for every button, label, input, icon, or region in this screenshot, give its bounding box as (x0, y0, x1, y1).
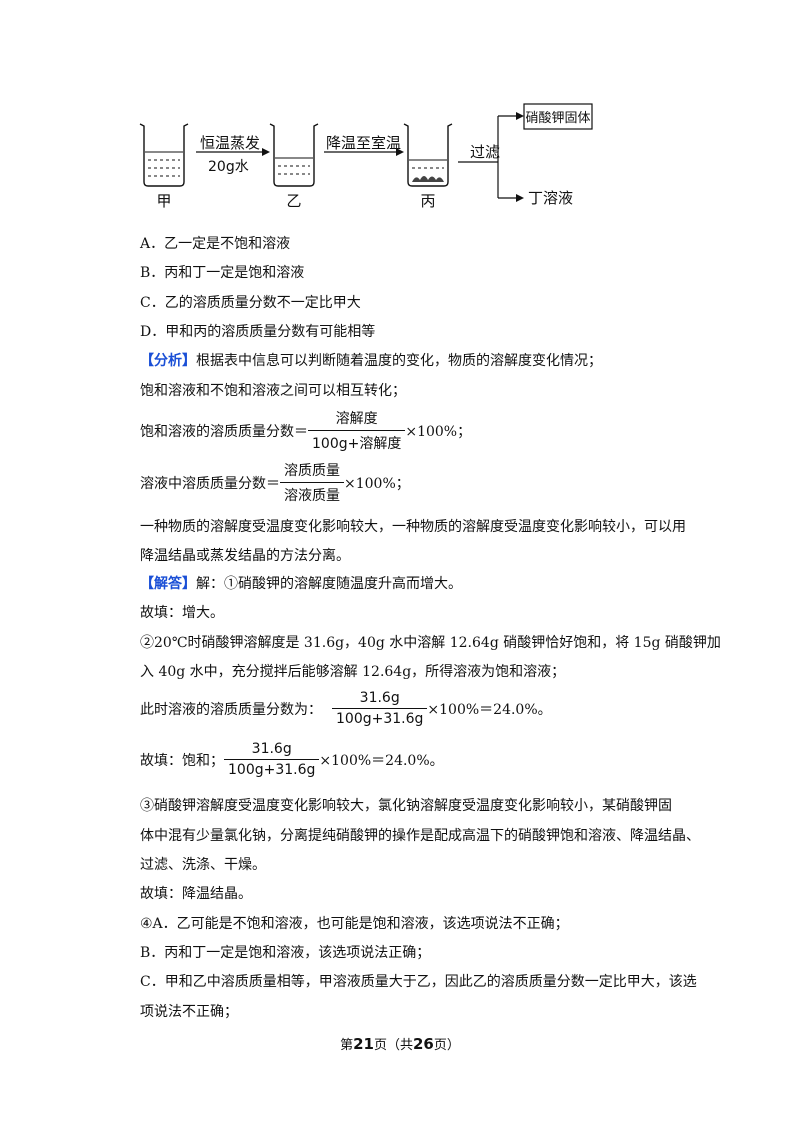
option-a: A．乙一定是不饱和溶液 (140, 236, 291, 252)
fraction: 溶质质量溶液质量 (280, 460, 344, 505)
analysis-line-3: 一种物质的溶解度受温度变化影响较大，一种物质的溶解度受温度变化影响较小，可以用 (140, 519, 686, 535)
beaker-yi (269, 123, 319, 187)
experiment-diagram: 甲 恒温蒸发 20g水 乙 降温至室温 丙 过滤 硝酸钾固体 丁溶液 (139, 103, 593, 210)
page-total: 26 (413, 1035, 434, 1053)
answer-line-8: 故填：降温结晶。 (140, 886, 252, 902)
answer-line-1: 【解答】解：①硝酸钾的溶解度随温度升高而增大。 (140, 576, 462, 592)
answer-line-6: 体中混有少量氯化钠，分离提纯硝酸钾的操作是配成高温下的硝酸钾饱和溶液、降温结晶、 (140, 828, 700, 844)
option-d: D．甲和丙的溶质质量分数有可能相等 (140, 324, 376, 340)
step1-bottom: 20g水 (208, 159, 249, 175)
analysis-line-1: 【分析】根据表中信息可以判断随着温度的变化，物质的溶解度变化情况； (140, 353, 602, 369)
label-jia: 甲 (156, 192, 171, 210)
answer-line-3: ②20℃时硝酸钾溶解度是 31.6g，40g 水中溶解 12.64g 硝酸钾恰好… (140, 635, 721, 651)
analysis-line-4: 降温结晶或蒸发结晶的方法分离。 (140, 548, 350, 564)
answer-line-11: C．甲和乙中溶质质量相等，甲溶液质量大于乙，因此乙的溶质质量分数一定比甲大，该选 (140, 974, 697, 990)
analysis-line-2: 饱和溶液和不饱和溶液之间可以相互转化； (140, 383, 406, 399)
option-b: B．丙和丁一定是饱和溶液 (140, 265, 305, 281)
answer-line-7: 过滤、洗涤、干燥。 (140, 857, 266, 873)
label-yi: 乙 (286, 192, 301, 210)
option-c: C．乙的溶质质量分数不一定比甲大 (140, 295, 361, 311)
page-footer: 第21页（共26页） (340, 1035, 460, 1053)
beaker-bing (403, 123, 453, 187)
output-box-solid (523, 103, 593, 130)
out2-label: 丁溶液 (528, 189, 573, 207)
answer-tag: 【解答】 (140, 576, 196, 592)
step1-top: 恒温蒸发 (200, 134, 260, 152)
page-number: 21 (353, 1035, 374, 1053)
step2-label: 降温至室温 (326, 134, 401, 152)
crystal-solid (412, 176, 444, 182)
answer-line-10: B．丙和丁一定是饱和溶液，该选项说法正确； (140, 945, 431, 961)
answer-line-12: 项说法不正确； (140, 1004, 238, 1020)
formula-solution: 溶液中溶质质量分数＝ 溶质质量溶液质量 ×100%； (140, 460, 410, 505)
answer-line-4: 入 40g 水中，充分搅拌后能够溶解 12.64g，所得溶液为饱和溶液； (140, 664, 566, 680)
analysis-tag: 【分析】 (140, 353, 196, 369)
step3-label: 过滤 (470, 143, 500, 161)
beaker-jia (139, 123, 189, 187)
answer-line-9: ④A．乙可能是不饱和溶液，也可能是饱和溶液，该选项说法不正确； (140, 916, 569, 932)
label-bing: 丙 (420, 192, 435, 210)
answer-line-2: 故填：增大。 (140, 605, 224, 621)
out1-label: 硝酸钾固体 (525, 111, 590, 126)
answer-line-5: ③硝酸钾溶解度受温度变化影响较大，氯化钠溶解度受温度变化影响较小，某硝酸钾固 (140, 798, 672, 814)
